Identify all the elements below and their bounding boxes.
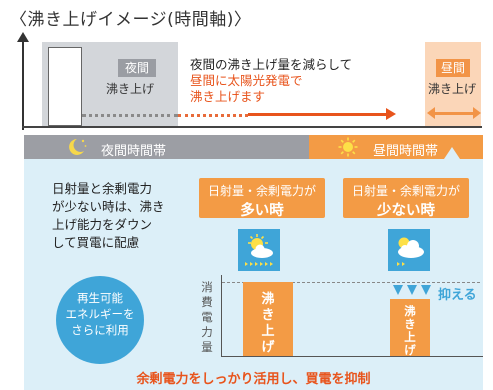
night-label: 夜間 <box>118 59 156 77</box>
reduced-heating-area <box>48 47 82 126</box>
down-arrow-icon <box>393 285 403 295</box>
day-band-label: 昼間時間帯 <box>373 144 439 159</box>
circle-line: さらに利用 <box>71 323 129 337</box>
message-line-2: 昼間に太陽光発電で <box>190 73 303 88</box>
sun-cloud-icon <box>238 229 280 271</box>
axis-arrow-icon <box>17 32 29 42</box>
consumption-axis-label: 消費電力量 <box>201 280 213 354</box>
shift-arrow-head-icon <box>386 108 396 120</box>
down-arrow-icon <box>407 285 417 295</box>
low-sun-line2: 少ない時 <box>377 203 435 219</box>
note-line: 上げ能力をダウン <box>52 217 153 232</box>
panel-pointer <box>444 147 460 159</box>
cloud-sun-icon <box>388 229 430 271</box>
renewable-circle <box>56 276 144 364</box>
horizontal-axis <box>22 126 482 128</box>
high-sun-box: 日射量・余剰電力が 多い時 <box>199 178 325 219</box>
note-line: して買電に配慮 <box>52 235 140 250</box>
night-band-label: 夜間時間帯 <box>101 144 167 159</box>
high-sun-line1: 日射量・余剰電力が <box>207 184 316 198</box>
renewable-text: 再生可能 エネルギーを さらに利用 <box>56 290 144 338</box>
bar-few-text: 沸き上げ <box>404 304 416 357</box>
message-line-1: 夜間の沸き上げ量を減らして <box>190 57 353 72</box>
bottom-caption: 余剰電力をしっかり活用し、買電を抑制 <box>136 372 371 387</box>
down-arrow-icon <box>421 285 431 295</box>
arrow-left-icon <box>427 107 435 119</box>
night-caption: 沸き上げ <box>106 82 155 96</box>
day-label: 昼間 <box>436 59 470 77</box>
consumption-baseline <box>221 356 483 357</box>
bar-many-text: 沸き上げ <box>261 292 275 355</box>
high-sun-line2: 多い時 <box>240 203 284 219</box>
night-dotted-line <box>82 114 178 117</box>
shift-dotted-line <box>178 114 248 117</box>
reference-dashed-line <box>222 282 480 283</box>
high-sun-heating-bar: 沸き上げ <box>243 282 293 356</box>
day-double-arrow <box>431 112 475 115</box>
sun-icon <box>338 137 358 157</box>
note-line: が少ない時は、沸き <box>52 199 165 214</box>
arrow-right-icon <box>473 107 481 119</box>
low-sun-box: 日射量・余剰電力が 少ない時 <box>343 178 469 219</box>
vertical-axis <box>22 40 24 130</box>
moon-icon <box>69 139 87 155</box>
note-line: 日射量と余剰電力 <box>52 181 153 196</box>
diagram-title: 〈沸き上げイメージ(時間軸)〉 <box>10 10 252 30</box>
low-sun-note: 日射量と余剰電力 が少ない時は、沸き 上げ能力をダウン して買電に配慮 <box>52 180 165 252</box>
consumption-axis <box>221 275 222 356</box>
suppress-label: 抑える <box>438 288 477 303</box>
day-caption: 沸き上げ <box>428 82 477 96</box>
circle-line: エネルギーを <box>65 307 135 321</box>
shift-arrow-line <box>248 113 388 116</box>
low-sun-heating-bar: 沸き上げ <box>390 299 430 357</box>
low-sun-line1: 日射量・余剰電力が <box>351 184 460 198</box>
message-line-3: 沸き上げます <box>190 89 266 104</box>
circle-line: 再生可能 <box>77 291 123 305</box>
